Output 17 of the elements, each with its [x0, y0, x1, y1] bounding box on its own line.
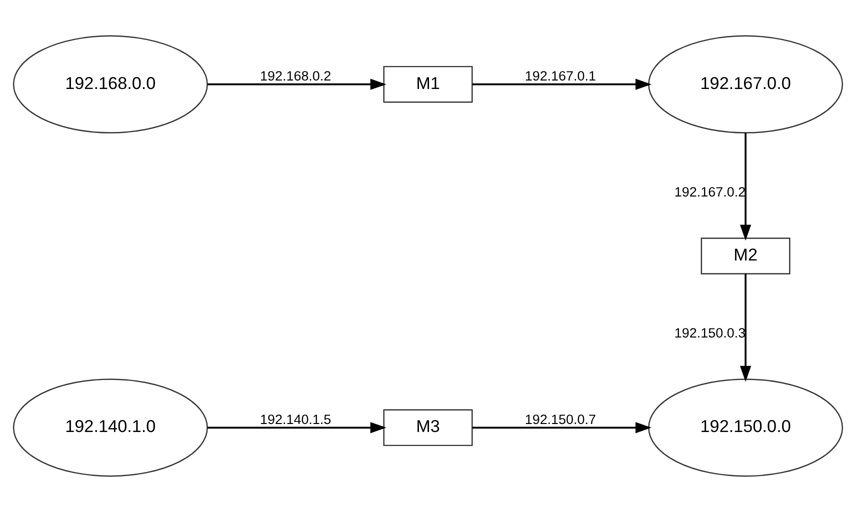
edge-label: 192.167.0.1 [524, 68, 596, 84]
edge-label: 192.168.0.2 [260, 68, 332, 84]
node-ellipse: 192.168.0.0 [12, 35, 208, 134]
node-ellipse: 192.150.0.0 [648, 378, 844, 477]
node-box: M1 [383, 66, 473, 103]
arrow [208, 422, 386, 434]
node-ellipse: 192.140.1.0 [12, 378, 208, 477]
node-ellipse: 192.167.0.0 [648, 35, 844, 134]
edge-label: 192.140.1.5 [260, 412, 332, 427]
arrow [740, 274, 752, 382]
node-box: M2 [700, 238, 790, 274]
arrow [740, 132, 752, 241]
arrow [472, 422, 652, 434]
node-box: M3 [383, 409, 473, 446]
arrow [208, 78, 386, 90]
arrow [472, 78, 652, 90]
edge-label: 192.150.0.7 [524, 412, 596, 427]
